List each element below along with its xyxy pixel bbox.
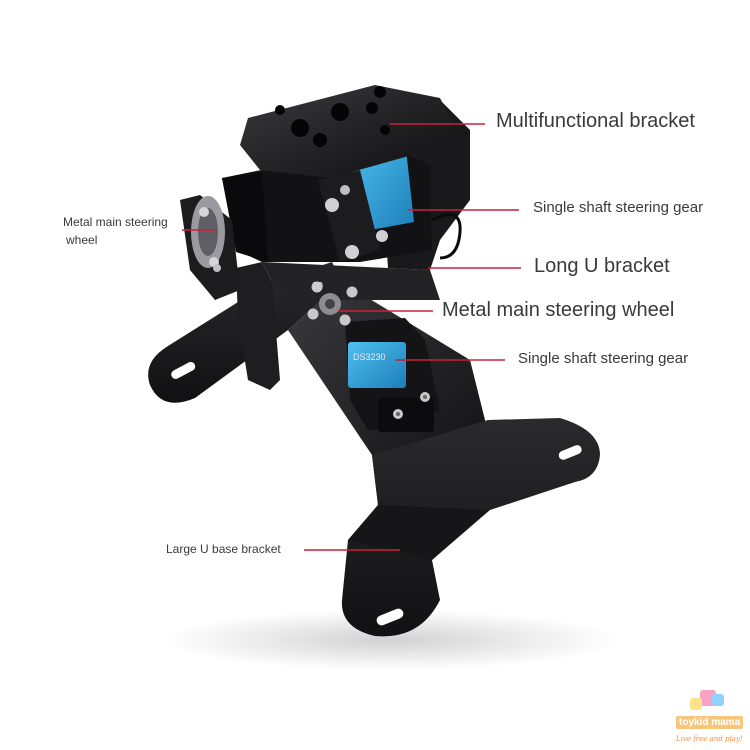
brand-watermark-logo — [690, 690, 724, 710]
label-metal-wheel-left-line1: Metal main steering — [63, 215, 168, 229]
label-long-u-bracket: Long U bracket — [534, 255, 670, 277]
ground-shadow — [160, 610, 620, 670]
label-metal-wheel-left-line2: wheel — [66, 233, 98, 247]
brand-watermark-text: toykid mama — [676, 716, 744, 729]
bottom-servo — [345, 318, 440, 432]
leader-lines — [182, 123, 521, 551]
label-metal-wheel-center: Metal main steering wheel — [442, 299, 675, 321]
left-metal-wheel — [180, 195, 240, 300]
servo-model-label: DS3230 — [353, 352, 386, 362]
metal-horn-center — [307, 281, 358, 326]
label-single-shaft-gear-top: Single shaft steering gear — [533, 199, 704, 216]
label-large-u-base: Large U base bracket — [166, 542, 281, 556]
brand-watermark-slogan: Live free and play! — [676, 735, 743, 743]
horn-number-label: 20 — [312, 281, 324, 292]
multifunctional-bracket — [240, 85, 455, 178]
servo-cable — [431, 213, 462, 260]
label-single-shaft-gear-bottom: Single shaft steering gear — [518, 350, 689, 367]
side-plate-screws — [318, 170, 388, 262]
label-multifunctional-bracket: Multifunctional bracket — [496, 110, 695, 132]
large-u-base-right-wing — [341, 418, 600, 637]
